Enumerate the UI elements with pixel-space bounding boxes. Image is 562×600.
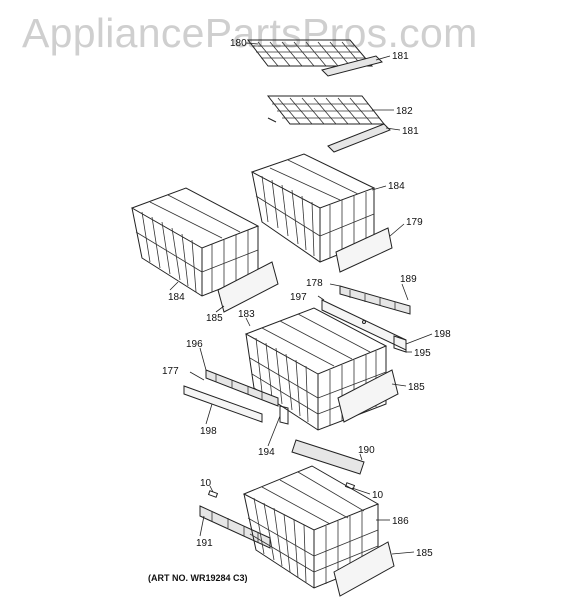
wire-basket-184-left: [130, 187, 260, 297]
label-181-top: 181: [392, 51, 409, 62]
basket-front-185-upper: [217, 261, 279, 313]
label-185-middle: 185: [408, 382, 425, 393]
wire-basket-186: [242, 465, 380, 589]
basket-front-185-middle: [337, 369, 399, 423]
shelf-trim-181-top: [321, 55, 383, 77]
shelf-trim-181-lower: [327, 123, 391, 153]
slide-bracket-194: [279, 405, 289, 425]
basket-front-179: [335, 227, 393, 273]
label-189: 189: [400, 274, 417, 285]
drawer-cover-198-left: [183, 385, 263, 423]
label-190: 190: [358, 445, 375, 456]
label-10-left: 10: [200, 478, 212, 489]
label-198-right: 198: [434, 329, 451, 340]
label-183: 183: [238, 309, 255, 320]
leader-lines: [169, 42, 433, 555]
label-185-bottom: 185: [416, 548, 433, 559]
label-179: 179: [406, 217, 423, 228]
label-191: 191: [196, 538, 213, 549]
basket-front-185-bottom: [333, 541, 395, 597]
label-182: 182: [396, 106, 413, 117]
wire-basket-184-right: [250, 153, 376, 263]
drawer-rail-190: [291, 439, 365, 475]
label-194: 194: [258, 447, 275, 458]
label-181-lower: 181: [402, 126, 419, 137]
screw-10-left: [207, 490, 219, 498]
drawer-rail-191: [199, 505, 271, 549]
label-10-right: 10: [372, 490, 384, 501]
label-196: 196: [186, 339, 203, 350]
watermark-text: AppliancePartsPros.com: [22, 10, 478, 56]
label-186: 186: [392, 516, 409, 527]
drawer-rail-196: [205, 369, 279, 407]
label-184-left: 184: [168, 292, 185, 303]
drawer-rail-189: [339, 285, 411, 315]
wire-shelf-182: [266, 95, 386, 125]
label-178: 178: [306, 278, 323, 289]
part-number-labels: 180 181 182 181 184 179 184 185 178 189 …: [162, 38, 451, 559]
wire-shelf-180: [246, 39, 374, 67]
label-184-right: 184: [388, 181, 405, 192]
label-197: 197: [290, 292, 307, 303]
label-177: 177: [162, 366, 179, 377]
label-198-left: 198: [200, 426, 217, 437]
label-185-upper: 185: [206, 313, 223, 324]
art-number: (ART NO. WR19284 C3): [148, 573, 248, 583]
label-195: 195: [414, 348, 431, 359]
label-180: 180: [230, 38, 247, 49]
